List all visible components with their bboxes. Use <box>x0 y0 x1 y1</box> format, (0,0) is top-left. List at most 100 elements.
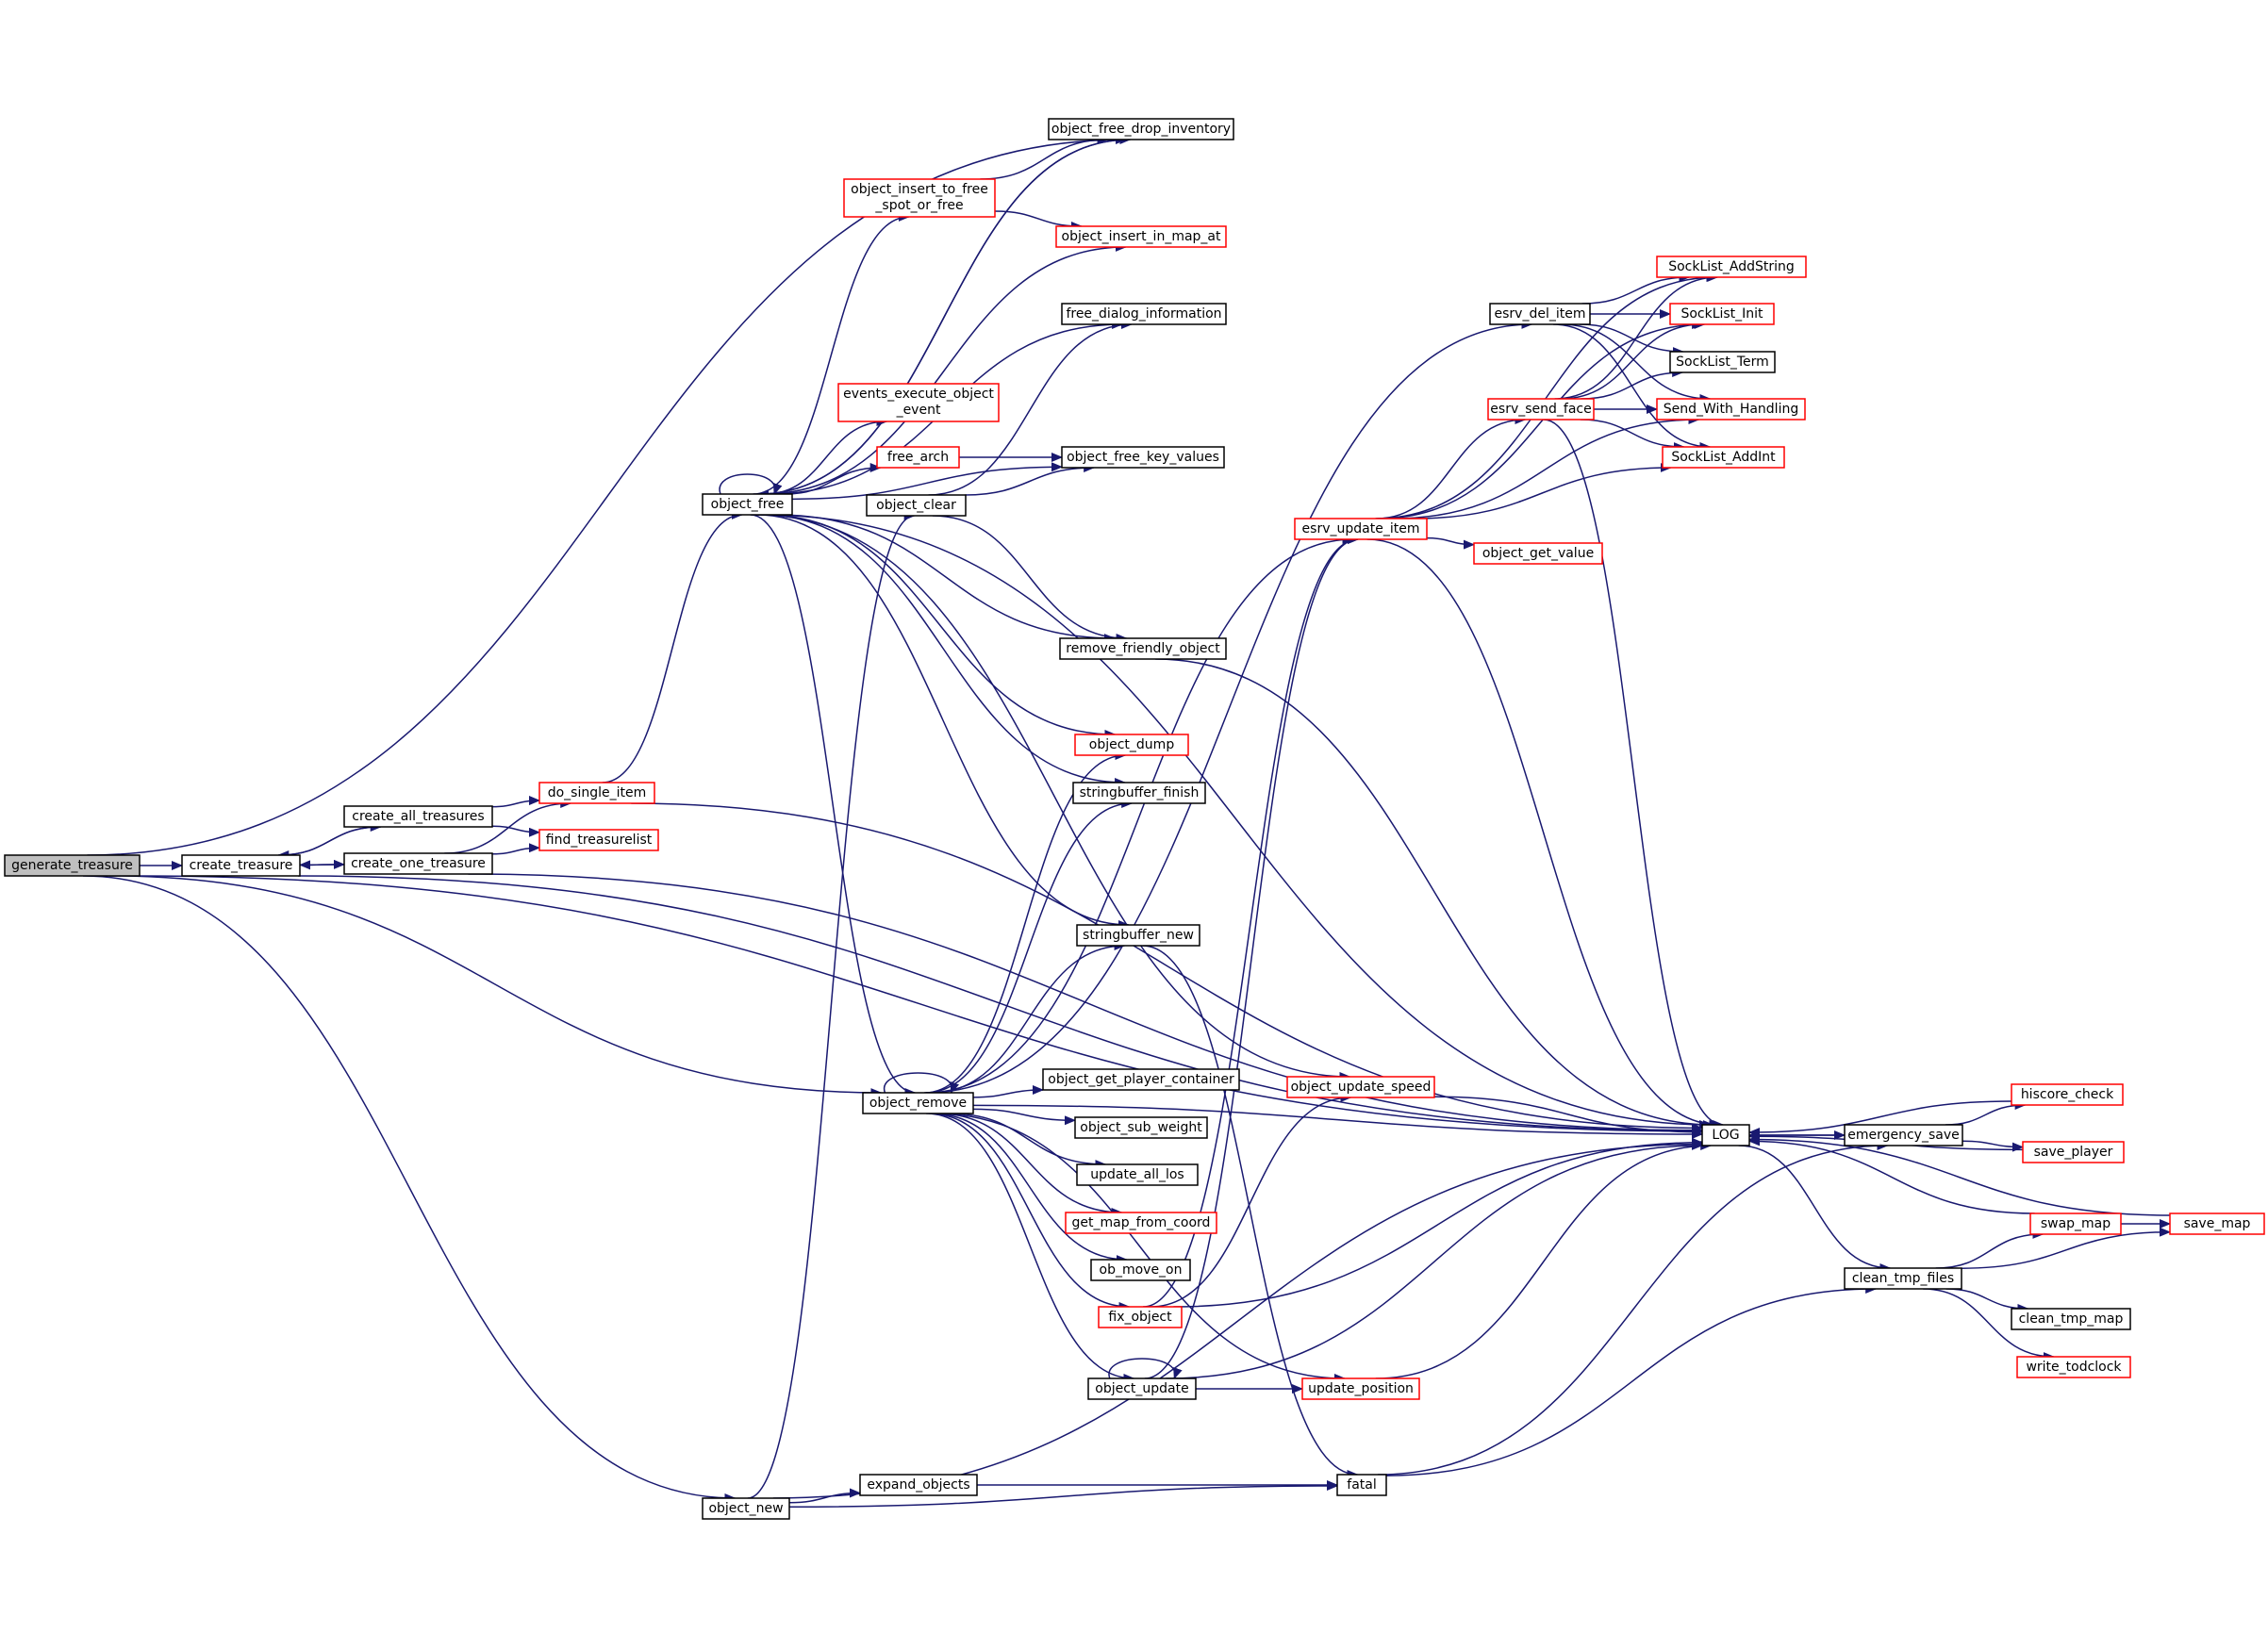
node-label: object_remove <box>869 1096 967 1111</box>
node-create-treasure[interactable]: create_treasure <box>181 854 301 877</box>
node-clean-tmp-files[interactable]: clean_tmp_files <box>1844 1267 1962 1290</box>
node-esrv-send-face[interactable]: esrv_send_face <box>1487 398 1595 421</box>
node-SockList-AddInt[interactable]: SockList_AddInt <box>1662 446 1785 469</box>
node-update-all-los[interactable]: update_all_los <box>1076 1163 1199 1186</box>
node-generate-treasure[interactable]: generate_treasure <box>4 854 141 877</box>
edge-do_single_item-to-object_free <box>602 510 743 784</box>
node-box <box>2011 1308 2131 1330</box>
node-save-player[interactable]: save_player <box>2022 1141 2125 1163</box>
node-box <box>843 178 996 218</box>
node-esrv-del-item[interactable]: esrv_del_item <box>1489 303 1591 325</box>
node-label: create_treasure <box>190 858 293 873</box>
node-label: object_dump <box>1089 737 1175 752</box>
node-save-map[interactable]: save_map <box>2169 1212 2265 1235</box>
edge-object_new-to-LOG <box>772 1139 1703 1499</box>
node-object-free-key-values[interactable]: object_free_key_values <box>1061 446 1225 469</box>
node-label: object_clear <box>876 498 956 513</box>
node-box <box>859 1474 978 1496</box>
node-stringbuffer-new[interactable]: stringbuffer_new <box>1076 924 1200 947</box>
node-object-update[interactable]: object_update <box>1087 1377 1197 1400</box>
node-find-treasurelist[interactable]: find_treasurelist <box>538 829 659 851</box>
node-label: object_new <box>708 1501 783 1516</box>
node-fatal[interactable]: fatal <box>1336 1474 1387 1496</box>
edge-object_clear-to-object_free_key_values <box>965 463 1096 496</box>
node-label: expand_objects <box>867 1477 969 1493</box>
node-object-new[interactable]: object_new <box>702 1497 790 1520</box>
node-object-sub-weight[interactable]: object_sub_weight <box>1074 1116 1208 1139</box>
node-label: esrv_send_face <box>1490 402 1591 417</box>
node-box <box>1669 303 1775 325</box>
node-box <box>862 1092 974 1114</box>
edge-object_update-to-object_update <box>1108 1358 1183 1379</box>
node-free-dialog-information[interactable]: free_dialog_information <box>1061 303 1227 325</box>
edge-esrv_update_item-to-SockList_Init <box>1378 320 1706 520</box>
edge-object_remove-to-esrv_update_item <box>925 535 1354 1094</box>
node-box <box>1098 1306 1183 1328</box>
edge-esrv_send_face-to-SockList_Term <box>1581 368 1684 400</box>
node-box <box>1662 446 1785 469</box>
node-update-position[interactable]: update_position <box>1301 1377 1420 1400</box>
node-box <box>1076 1163 1199 1186</box>
edge-LOG-to-clean_tmp_files <box>1738 1145 1892 1273</box>
node-ob-move-on[interactable]: ob_move_on <box>1090 1259 1191 1281</box>
node-label: stringbuffer_new <box>1083 928 1194 943</box>
node-object-insert-in-map-at[interactable]: object_insert_in_map_at <box>1055 225 1227 248</box>
node-events-execute-object-event[interactable]: events_execute_object_event <box>837 383 1000 422</box>
node-create-one-treasure[interactable]: create_one_treasure <box>343 852 493 875</box>
node-hiscore-check[interactable]: hiscore_check <box>2011 1083 2124 1106</box>
node-remove-friendly-object[interactable]: remove_friendly_object <box>1059 637 1227 660</box>
edge-create_all_treasures-to-do_single_item <box>491 796 540 808</box>
node-esrv-update-item[interactable]: esrv_update_item <box>1294 518 1428 540</box>
node-box <box>1286 1076 1435 1098</box>
node-label: create_one_treasure <box>351 856 486 871</box>
node-fix-object[interactable]: fix_object <box>1098 1306 1183 1328</box>
edge-object_clear-to-remove_friendly_object <box>932 515 1128 643</box>
node-object-get-player-container[interactable]: object_get_player_container <box>1042 1068 1240 1091</box>
node-label: clean_tmp_files <box>1852 1271 1954 1286</box>
edge-fatal-to-clean_tmp_files <box>1385 1284 1878 1476</box>
node-SockList-Term[interactable]: SockList_Term <box>1669 351 1776 373</box>
node-box <box>837 383 1000 422</box>
node-object-update-speed[interactable]: object_update_speed <box>1286 1076 1435 1098</box>
node-label: LOG <box>1712 1128 1739 1143</box>
node-object-insert-to-free-spot-or-free[interactable]: object_insert_to_free_spot_or_free <box>843 178 996 218</box>
node-emergency-save[interactable]: emergency_save <box>1844 1124 1963 1146</box>
node-write-todclock[interactable]: write_todclock <box>2016 1356 2131 1378</box>
node-SockList-AddString[interactable]: SockList_AddString <box>1656 256 1807 278</box>
node-object-get-value[interactable]: object_get_value <box>1473 542 1603 565</box>
node-create-all-treasures[interactable]: create_all_treasures <box>343 805 493 828</box>
edge-esrv_update_item-to-Send_With_Handling <box>1392 415 1700 520</box>
node-SockList-Init[interactable]: SockList_Init <box>1669 303 1775 325</box>
node-box <box>1844 1124 1963 1146</box>
node-box <box>1072 782 1206 804</box>
node-object-free[interactable]: object_free <box>702 493 793 516</box>
node-label: SockList_AddInt <box>1671 450 1776 465</box>
node-label: _spot_or_free <box>874 198 963 213</box>
node-clean-tmp-map[interactable]: clean_tmp_map <box>2011 1308 2131 1330</box>
node-expand-objects[interactable]: expand_objects <box>859 1474 978 1496</box>
node-Send-With-Handling[interactable]: Send_With_Handling <box>1656 398 1806 421</box>
node-object-remove[interactable]: object_remove <box>862 1092 974 1114</box>
edge-clean_tmp_files-to-save_map <box>1961 1227 2171 1269</box>
node-object-free-drop-inventory[interactable]: object_free_drop_inventory <box>1048 118 1234 140</box>
node-stringbuffer-finish[interactable]: stringbuffer_finish <box>1072 782 1206 804</box>
node-free-arch[interactable]: free_arch <box>876 446 960 469</box>
node-label: emergency_save <box>1847 1128 1960 1143</box>
node-box <box>2011 1083 2124 1106</box>
node-swap-map[interactable]: swap_map <box>2029 1212 2122 1235</box>
edge-esrv_send_face-to-SockList_AddInt <box>1580 419 1685 452</box>
node-LOG[interactable]: LOG <box>1701 1124 1750 1146</box>
node-label: generate_treasure <box>11 858 133 873</box>
node-object-clear[interactable]: object_clear <box>866 494 967 517</box>
edge-clean_tmp_files-to-swap_map <box>1935 1229 2045 1269</box>
node-label: object_update <box>1095 1381 1188 1396</box>
node-label: clean_tmp_map <box>2019 1311 2124 1327</box>
node-box <box>1489 303 1591 325</box>
node-get-map-from-coord[interactable]: get_map_from_coord <box>1065 1212 1217 1234</box>
node-do-single-item[interactable]: do_single_item <box>538 782 655 804</box>
edge-object_free-to-stringbuffer_finish <box>761 514 1127 787</box>
node-label: do_single_item <box>548 785 647 800</box>
node-object-dump[interactable]: object_dump <box>1074 734 1189 756</box>
node-box <box>1076 924 1200 947</box>
edge-object_remove-to-get_map_from_coord <box>936 1113 1123 1217</box>
